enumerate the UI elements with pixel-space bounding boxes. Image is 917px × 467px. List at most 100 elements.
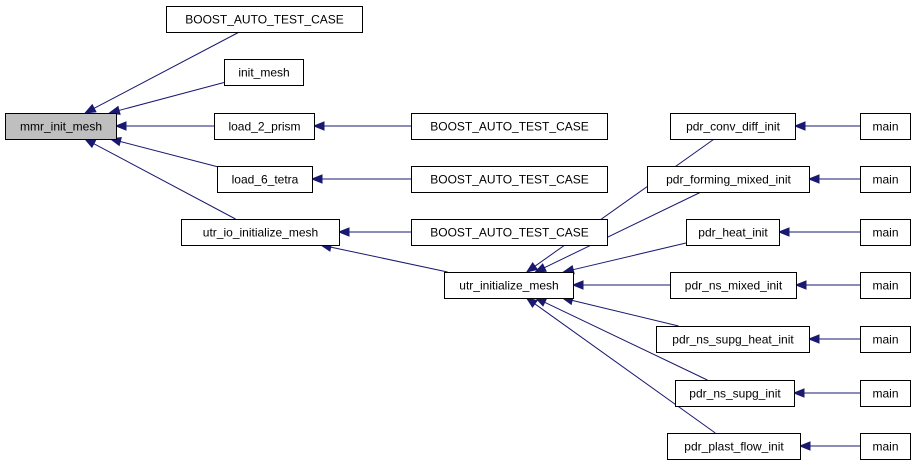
node-pdr-ns-supg-init[interactable]: pdr_ns_supg_init bbox=[675, 380, 795, 407]
edge-arrowhead bbox=[798, 441, 811, 451]
edge-line bbox=[544, 191, 702, 269]
node-label: pdr_ns_supg_init bbox=[689, 387, 781, 401]
edge-arrowhead bbox=[312, 121, 325, 131]
node-label: pdr_forming_mixed_init bbox=[666, 173, 791, 187]
edge-arrowhead bbox=[777, 227, 790, 237]
edge-line bbox=[120, 141, 218, 168]
node-box bbox=[656, 326, 810, 353]
node-box bbox=[860, 326, 911, 353]
edge-arrowhead bbox=[310, 174, 323, 184]
node-box bbox=[860, 219, 911, 246]
node-utr-initialize-mesh[interactable]: utr_initialize_mesh bbox=[444, 272, 574, 299]
node-main-7[interactable]: main bbox=[860, 433, 911, 460]
node-box bbox=[647, 166, 810, 193]
node-label: main bbox=[872, 387, 898, 401]
edge-line bbox=[572, 299, 679, 327]
edge-load_2_prism-to-mmr_init_mesh bbox=[114, 121, 214, 131]
node-box bbox=[411, 113, 608, 140]
edge-arrowhead bbox=[807, 334, 820, 344]
node-box bbox=[217, 166, 313, 193]
edge-load_6_tetra-to-mmr_init_mesh bbox=[109, 137, 218, 168]
node-label: pdr_heat_init bbox=[698, 226, 768, 240]
node-main-4[interactable]: main bbox=[860, 272, 911, 299]
edge-arrowhead bbox=[793, 121, 806, 131]
edge-arrowhead bbox=[534, 297, 548, 307]
node-label: utr_initialize_mesh bbox=[459, 279, 558, 293]
node-label: main bbox=[872, 279, 898, 293]
node-boost-2[interactable]: BOOST_AUTO_TEST_CASE bbox=[411, 113, 608, 140]
edge-main_3-to-pdr_heat_init bbox=[777, 227, 860, 237]
edge-arrowhead bbox=[794, 280, 807, 290]
edge-boost_1-to-mmr_init_mesh bbox=[84, 31, 240, 114]
node-label: init_mesh bbox=[238, 66, 289, 80]
node-box bbox=[860, 113, 911, 140]
node-box bbox=[860, 272, 911, 299]
edge-main_5-to-pdr_ns_supg_heat_init bbox=[807, 334, 860, 344]
edge-arrowhead bbox=[807, 174, 820, 184]
node-label: pdr_conv_diff_init bbox=[686, 120, 781, 134]
edge-boost_2-to-load_2_prism bbox=[312, 121, 411, 131]
edge-arrowhead bbox=[571, 280, 584, 290]
node-main-5[interactable]: main bbox=[860, 326, 911, 353]
edge-line bbox=[534, 138, 715, 267]
edge-main_4-to-pdr_ns_mixed_init bbox=[794, 280, 860, 290]
edge-arrowhead bbox=[83, 138, 97, 149]
node-main-3[interactable]: main bbox=[860, 219, 911, 246]
edge-main_7-to-pdr_plast_flow_init bbox=[798, 441, 860, 451]
edge-arrowhead bbox=[534, 263, 547, 273]
node-label: BOOST_AUTO_TEST_CASE bbox=[430, 120, 589, 134]
node-main-1[interactable]: main bbox=[860, 113, 911, 140]
node-pdr-ns-supg-heat-init[interactable]: pdr_ns_supg_heat_init bbox=[656, 326, 810, 353]
edge-line bbox=[330, 246, 448, 273]
node-box bbox=[667, 433, 801, 460]
node-box bbox=[411, 166, 608, 193]
edge-pdr_ns_supg_init-to-utr_initialize_mesh bbox=[534, 297, 708, 381]
node-label: pdr_ns_mixed_init bbox=[685, 279, 783, 293]
edge-pdr_ns_supg_heat_init-to-utr_initialize_mesh bbox=[561, 295, 679, 327]
node-label: main bbox=[872, 173, 898, 187]
node-box bbox=[860, 380, 911, 407]
edge-utr_initialize_mesh-to-utr_io_initialize_mesh bbox=[319, 242, 448, 273]
edge-pdr_forming_mixed_init-to-utr_initialize_mesh bbox=[534, 191, 702, 273]
node-pdr-ns-mixed-init[interactable]: pdr_ns_mixed_init bbox=[670, 272, 797, 299]
edge-main_2-to-pdr_forming_mixed_init bbox=[807, 174, 860, 184]
node-load-6-tetra[interactable]: load_6_tetra bbox=[217, 166, 313, 193]
edge-pdr_heat_init-to-utr_initialize_mesh bbox=[562, 242, 687, 275]
node-box bbox=[411, 219, 608, 246]
node-label: main bbox=[872, 333, 898, 347]
edge-line bbox=[534, 303, 716, 434]
edge-utr_io_initialize_mesh-to-mmr_init_mesh bbox=[83, 138, 236, 220]
node-label: BOOST_AUTO_TEST_CASE bbox=[185, 13, 344, 27]
node-mmr-init-mesh[interactable]: mmr_init_mesh bbox=[5, 113, 117, 140]
node-label: load_6_tetra bbox=[232, 173, 299, 187]
edge-boost_4-to-utr_io_initialize_mesh bbox=[337, 227, 411, 237]
edge-arrowhead bbox=[114, 121, 127, 131]
node-pdr-forming-mixed-init[interactable]: pdr_forming_mixed_init bbox=[647, 166, 810, 193]
node-main-2[interactable]: main bbox=[860, 166, 911, 193]
node-box bbox=[166, 6, 363, 33]
node-label: BOOST_AUTO_TEST_CASE bbox=[430, 226, 589, 240]
node-boost-3[interactable]: BOOST_AUTO_TEST_CASE bbox=[411, 166, 608, 193]
node-boost-1[interactable]: BOOST_AUTO_TEST_CASE bbox=[166, 6, 363, 33]
node-label: pdr_plast_flow_init bbox=[684, 440, 784, 454]
edge-main_1-to-pdr_conv_diff_init bbox=[793, 121, 860, 131]
node-utr-io-initialize-mesh[interactable]: utr_io_initialize_mesh bbox=[181, 219, 340, 246]
node-pdr-heat-init[interactable]: pdr_heat_init bbox=[686, 219, 780, 246]
node-pdr-plast-flow-init[interactable]: pdr_plast_flow_init bbox=[667, 433, 801, 460]
edge-boost_3-to-load_6_tetra bbox=[310, 174, 411, 184]
node-box bbox=[670, 113, 796, 140]
node-boost-4[interactable]: BOOST_AUTO_TEST_CASE bbox=[411, 219, 608, 246]
node-label: utr_io_initialize_mesh bbox=[203, 226, 318, 240]
node-label: main bbox=[872, 120, 898, 134]
node-main-6[interactable]: main bbox=[860, 380, 911, 407]
edge-main_6-to-pdr_ns_supg_init bbox=[792, 388, 860, 398]
node-box bbox=[670, 272, 797, 299]
node-pdr-conv-diff-init[interactable]: pdr_conv_diff_init bbox=[670, 113, 796, 140]
node-label: mmr_init_mesh bbox=[20, 120, 102, 134]
node-init-mesh[interactable]: init_mesh bbox=[224, 59, 304, 86]
nodes-layer: mmr_init_meshBOOST_AUTO_TEST_CASEinit_me… bbox=[5, 6, 911, 460]
edge-arrowhead bbox=[337, 227, 350, 237]
edge-line bbox=[118, 82, 225, 111]
node-load-2-prism[interactable]: load_2_prism bbox=[214, 113, 315, 140]
